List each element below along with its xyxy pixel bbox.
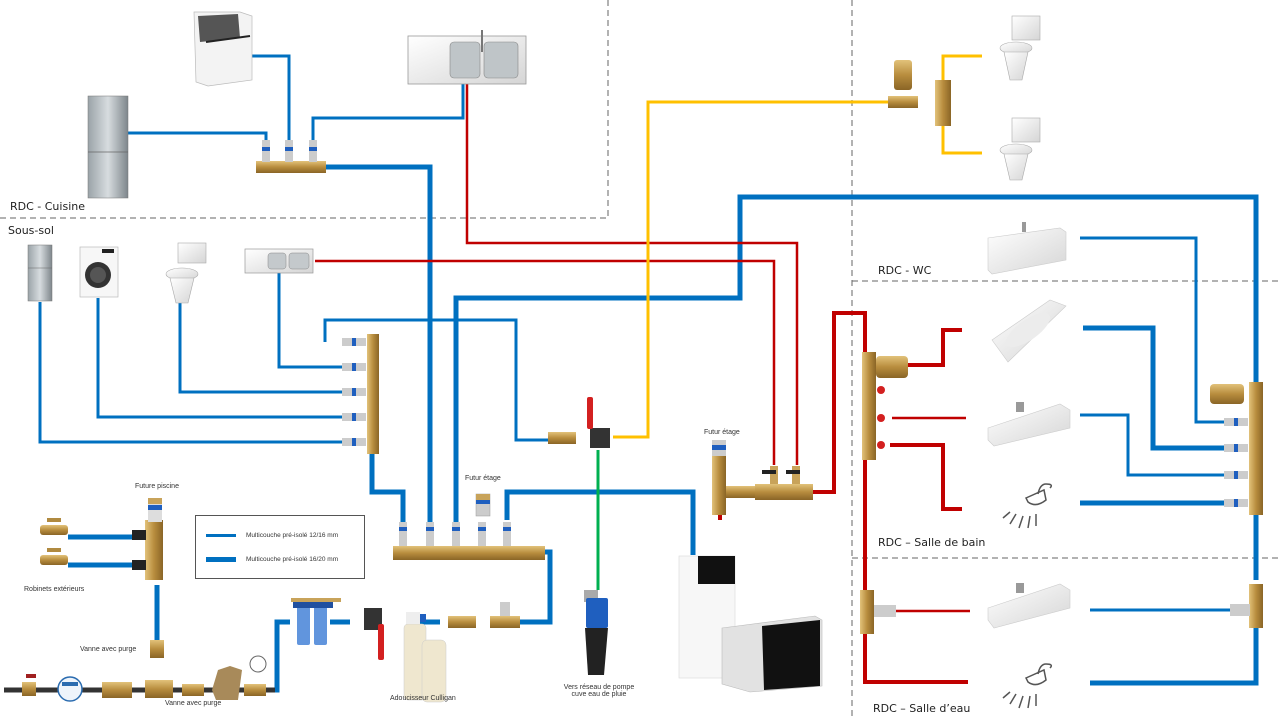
kitchen-sink bbox=[407, 30, 527, 85]
main-horizontal-manifold bbox=[393, 522, 545, 560]
hot-water-manifold bbox=[755, 466, 813, 500]
legend: Multicouche pré-isolé 12/16 mm Multicouc… bbox=[195, 515, 365, 579]
basement-sink bbox=[244, 248, 314, 274]
zone-label-salle-eau: RDC – Salle d’eau bbox=[873, 702, 971, 715]
legend-item-thin: Multicouche pré-isolé 12/16 mm bbox=[206, 532, 338, 539]
main-line-components bbox=[22, 640, 267, 702]
label-pompe-line1: Vers réseau de pompe bbox=[563, 684, 635, 691]
hot-tee-salle-eau bbox=[860, 590, 896, 634]
submersible-pump bbox=[584, 590, 608, 675]
cold-tee-salle-eau bbox=[1230, 584, 1263, 628]
three-way-valve bbox=[548, 397, 610, 448]
shower-icon-salle-eau bbox=[1002, 663, 1053, 709]
label-futur-etage-2: Futur étage bbox=[704, 429, 740, 436]
outdoor-taps bbox=[40, 518, 68, 565]
heat-pump-outdoor-unit bbox=[721, 615, 823, 693]
zone-label-sous-sol: Sous-sol bbox=[8, 224, 54, 237]
legend-item-thick: Multicouche pré-isolé 16/20 mm bbox=[206, 556, 338, 563]
washbasin-bathroom bbox=[987, 402, 1071, 447]
legend-swatch-thin bbox=[206, 534, 236, 537]
legend-swatch-thick bbox=[206, 557, 236, 562]
water-softener bbox=[403, 612, 447, 703]
futur-etage-plug-1 bbox=[475, 493, 491, 517]
bathroom-cold-manifold bbox=[1210, 382, 1263, 515]
recovered-water-pipes bbox=[613, 54, 982, 439]
label-pompe-line2: cuve eau de pluie bbox=[571, 691, 627, 698]
toilet-wc-2 bbox=[999, 117, 1041, 181]
label-adoucisseur: Adoucisseur Culligan bbox=[390, 695, 456, 702]
toilet-wc-1 bbox=[999, 15, 1041, 81]
fridge-kitchen bbox=[87, 95, 129, 199]
bathtub bbox=[991, 299, 1067, 363]
label-future-piscine: Future piscine bbox=[135, 483, 179, 490]
heat-pump-indoor-unit bbox=[678, 555, 736, 679]
washbasin-salle-eau bbox=[987, 583, 1071, 629]
bypass-valve bbox=[364, 608, 384, 660]
washing-machine bbox=[79, 246, 119, 298]
wc-tee-and-air-vent bbox=[888, 60, 951, 126]
dishwasher bbox=[193, 11, 253, 87]
kitchen-manifold bbox=[256, 140, 326, 173]
piscine-collector bbox=[132, 498, 163, 580]
cold-water-thin-pipes bbox=[38, 54, 1248, 612]
label-vanne-purge-1: Vanne avec purge bbox=[80, 646, 137, 653]
bathroom-hot-manifold bbox=[862, 352, 908, 460]
hot-water-tee bbox=[712, 440, 756, 515]
cold-water-thick-pipes bbox=[68, 164, 1259, 693]
label-pompe: Vers réseau de pompe cuve eau de pluie bbox=[562, 684, 636, 698]
shower-icon-bathroom bbox=[1002, 483, 1053, 529]
water-filters bbox=[291, 598, 341, 645]
label-vanne-purge-2: Vanne avec purge bbox=[165, 700, 222, 707]
hot-water-pipes bbox=[315, 84, 970, 684]
label-robinets-exterieurs: Robinets extérieurs bbox=[24, 586, 85, 593]
label-futur-etage-1: Futur étage bbox=[465, 475, 501, 482]
legend-label-thick: Multicouche pré-isolé 16/20 mm bbox=[246, 556, 339, 563]
zone-label-wc: RDC - WC bbox=[878, 264, 932, 277]
zone-label-salle-de-bain: RDC – Salle de bain bbox=[878, 536, 986, 549]
legend-label-thin: Multicouche pré-isolé 12/16 mm bbox=[246, 532, 339, 539]
zone-label-cuisine: RDC - Cuisine bbox=[10, 200, 85, 213]
toilet-basement bbox=[165, 242, 207, 304]
fridge-basement bbox=[27, 244, 53, 302]
check-valve-softener bbox=[448, 602, 520, 628]
washbasin-wc bbox=[987, 222, 1067, 275]
basement-vertical-manifold bbox=[342, 334, 379, 454]
